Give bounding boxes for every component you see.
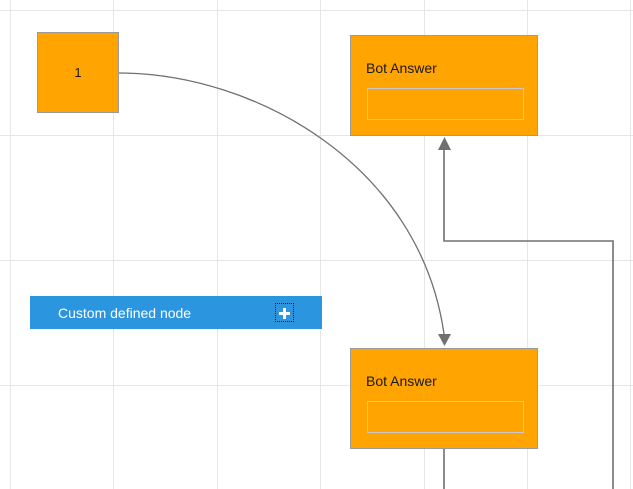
edge-start-to-bot-bottom[interactable]: [118, 72, 451, 346]
node-answer-input[interactable]: [367, 88, 524, 120]
node-title: Bot Answer: [366, 60, 437, 76]
node-answer-input[interactable]: [367, 401, 524, 433]
edge-loop-to-bot-top[interactable]: [438, 137, 614, 489]
node-bot-answer-top[interactable]: Bot Answer: [350, 35, 538, 136]
node-start-label: 1: [74, 65, 82, 80]
plus-icon-vertical-bar: [283, 308, 286, 319]
node-bot-answer-bottom[interactable]: Bot Answer: [350, 348, 538, 449]
custom-defined-node-label: Custom defined node: [58, 304, 192, 321]
plus-icon[interactable]: [275, 303, 294, 322]
node-title: Bot Answer: [366, 373, 437, 389]
custom-defined-node-bar[interactable]: Custom defined node: [30, 296, 322, 329]
node-start[interactable]: 1: [37, 32, 119, 113]
